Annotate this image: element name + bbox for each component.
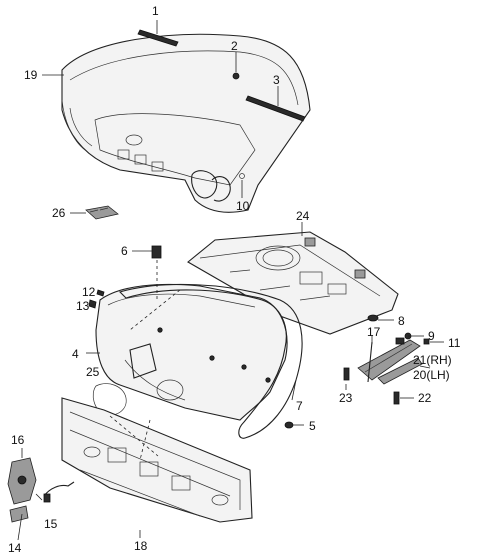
callout-23: 23 xyxy=(339,391,353,405)
callout-18: 18 xyxy=(134,539,148,553)
callout-22: 22 xyxy=(418,391,432,405)
bolt-13 xyxy=(88,299,97,309)
weatherstrip-1 xyxy=(137,29,179,47)
callout-19: 19 xyxy=(24,68,38,82)
cover-25 xyxy=(92,383,127,416)
callout-2: 2 xyxy=(231,39,238,53)
bumper-10 xyxy=(239,173,245,179)
bumper-5 xyxy=(284,421,294,429)
grommet-8 xyxy=(367,314,379,322)
callout-21: 21(RH) xyxy=(413,353,452,367)
trunk-lid xyxy=(61,33,311,213)
screw-11 xyxy=(423,338,430,345)
clip-2 xyxy=(232,72,240,80)
callout-11: 11 xyxy=(448,336,461,350)
callout-13: 13 xyxy=(76,299,90,313)
callout-5: 5 xyxy=(309,419,316,433)
hinge-assembly-20-21 xyxy=(357,337,423,385)
callout-3: 3 xyxy=(273,73,280,87)
callout-15: 15 xyxy=(44,517,58,531)
callout-4: 4 xyxy=(72,347,79,361)
callout-20: 20(LH) xyxy=(413,368,450,382)
callout-6: 6 xyxy=(121,244,128,258)
callout-1: 1 xyxy=(152,4,159,18)
bracket-26 xyxy=(85,205,119,220)
callout-14: 14 xyxy=(8,541,22,555)
callout-26: 26 xyxy=(52,206,66,220)
callout-9: 9 xyxy=(428,329,435,343)
dashed-guide-1 xyxy=(129,289,181,331)
retainer-6 xyxy=(151,245,162,259)
bolt-22 xyxy=(393,391,400,405)
callout-7: 7 xyxy=(296,399,303,413)
callout-10: 10 xyxy=(236,199,250,213)
callout-16: 16 xyxy=(11,433,25,447)
bolt-12 xyxy=(96,289,105,297)
cable-end-15 xyxy=(43,493,51,503)
rod-17 xyxy=(367,341,373,383)
back-panel-18 xyxy=(61,397,253,523)
leader-lines xyxy=(17,20,444,541)
trunk-lid-trim-4 xyxy=(95,283,288,421)
striker-14 xyxy=(9,505,29,523)
callout-8: 8 xyxy=(398,314,405,328)
callout-24: 24 xyxy=(296,209,310,223)
callout-17: 17 xyxy=(367,325,381,339)
latch-16 xyxy=(7,457,37,505)
weatherstrip-3 xyxy=(245,95,306,122)
dashed-guide-3 xyxy=(139,419,151,461)
callout-25: 25 xyxy=(86,365,100,379)
dashed-guide-2 xyxy=(109,415,159,457)
callout-12: 12 xyxy=(82,285,96,299)
bolt-23 xyxy=(343,367,350,381)
trunk-seal-7 xyxy=(118,283,303,439)
